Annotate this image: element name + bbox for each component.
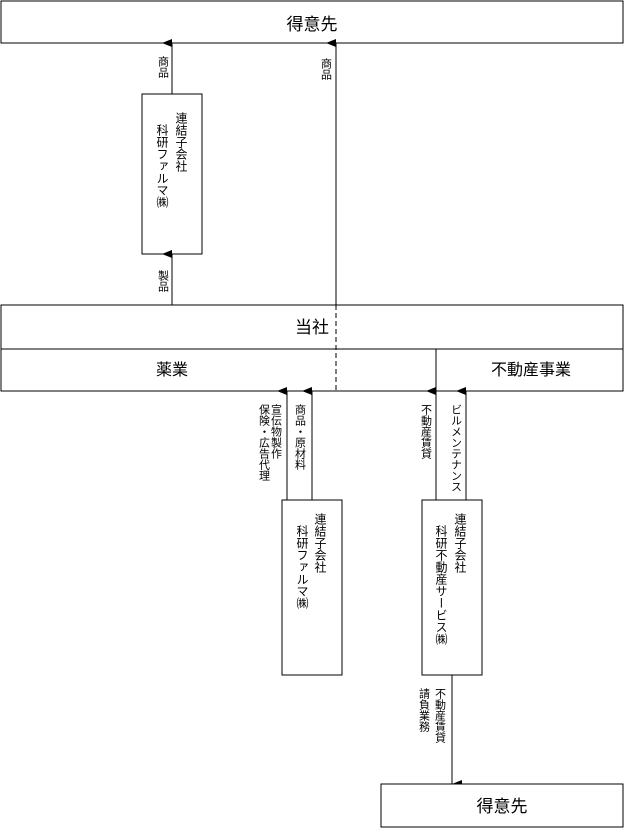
real-estate-division-label: 不動産事業	[491, 360, 571, 379]
bottom-customer-label: 得意先	[477, 797, 528, 817]
flow-realestate-lease-label: 不動産賃貸	[420, 404, 433, 460]
flow-sub-to-customer-label: 商品	[157, 55, 170, 78]
subsidiary-pharma-bottom-line1: 連結子会社	[313, 513, 327, 573]
flow-realestate-contract-line2: 請負業務	[418, 687, 431, 733]
top-customer-box: 得意先	[0, 0, 624, 44]
flow-realestate-contract: 不動産賃貸 請負業務	[418, 675, 462, 788]
flow-pharma-services-line1: 宣伝物製作	[270, 403, 283, 459]
flow-company-to-customer-label: 商品	[320, 57, 333, 80]
flow-company-to-sub-label: 製品	[157, 269, 170, 292]
top-customer-label: 得意先	[287, 15, 338, 35]
flow-realestate-contract-line1: 不動産賃貸	[434, 688, 447, 744]
flow-building-maintenance: ビルメンテナンス	[450, 387, 467, 500]
flow-sub-to-customer: 商品	[157, 39, 173, 94]
subsidiary-realestate-box: 連結子会社 科研不動産サービス㈱	[421, 499, 483, 676]
subsidiary-pharma-top-line2: 科研ファルマ㈱	[155, 124, 169, 208]
flow-company-to-sub: 製品	[157, 250, 173, 305]
company-label: 当社	[295, 318, 329, 338]
subsidiary-realestate-line1: 連結子会社	[453, 513, 467, 573]
flow-pharma-services-line2: 保険・広告代理	[258, 403, 271, 481]
subsidiary-pharma-bottom-line2: 科研ファルマ㈱	[295, 525, 309, 609]
flow-pharma-services: 宣伝物製作 保険・広告代理	[258, 387, 288, 500]
subsidiary-pharma-top-line1: 連結子会社	[174, 112, 188, 172]
subsidiary-pharma-bottom-box: 連結子会社 科研ファルマ㈱	[281, 499, 343, 676]
bottom-customer-box: 得意先	[380, 783, 624, 828]
flow-company-to-customer: 商品	[320, 39, 337, 305]
flow-pharma-materials: 商品・原材料	[294, 387, 313, 500]
flow-pharma-materials-label: 商品・原材料	[294, 403, 307, 471]
flow-realestate-lease: 不動産賃貸	[420, 387, 437, 500]
company-box: 当社 薬業 不動産事業	[0, 304, 624, 392]
subsidiary-realestate-line2: 科研不動産サービス㈱	[434, 525, 448, 645]
subsidiary-pharma-top-box: 連結子会社 科研ファルマ㈱	[141, 93, 203, 255]
flow-building-maintenance-label: ビルメンテナンス	[450, 404, 463, 492]
pharma-division-label: 薬業	[156, 360, 188, 379]
